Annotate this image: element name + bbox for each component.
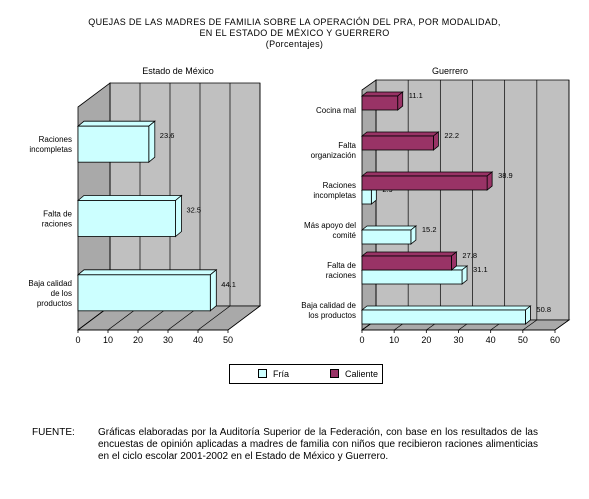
mexico-data-label: 23.6	[160, 131, 175, 140]
guerrero-category-label-baja-calidad-de-los-productos: Baja calidad de	[301, 301, 356, 310]
legend-item-caliente: Caliente	[330, 368, 378, 379]
mexico-bar-fria-baja-calidad-de-los-productos	[77, 274, 211, 312]
guerrero-tick-label: 60	[550, 335, 560, 345]
guerrero-data-label: 11.1	[409, 91, 423, 100]
legend-item-fria: Fría	[258, 368, 289, 379]
mexico-category-label-falta-de-raciones: raciones	[42, 220, 72, 229]
mexico-bar-fria-baja-calidad-de-los-productos-top	[76, 269, 218, 276]
chart-subtitle: (Porcentajes)	[265, 39, 324, 49]
guerrero-bar-caliente-cocina-mal-top	[360, 91, 404, 97]
legend-label-caliente: Caliente	[345, 368, 379, 379]
source-text: Gráficas elaboradas por la Auditoría Sup…	[98, 427, 538, 462]
guerrero-data-label: 15.2	[422, 225, 437, 234]
guerrero-bar-caliente-falta-organizacion-top	[360, 131, 440, 137]
mexico-tick-label: 20	[133, 335, 143, 345]
mexico-data-label: 44.1	[221, 280, 236, 289]
mexico-tick-label: 50	[223, 335, 233, 345]
guerrero-bar-caliente-falta-organizacion	[361, 135, 434, 151]
guerrero-bar-caliente-falta-de-raciones-top	[360, 251, 458, 257]
source-label: FUENTE:	[32, 427, 75, 438]
mexico-category-label-baja-calidad-de-los-productos: Baja calidad	[28, 279, 72, 288]
guerrero-tick-label: 20	[421, 335, 431, 345]
mexico-bar-fria-falta-de-raciones-top	[76, 195, 183, 201]
guerrero-bar-fria-raciones-incompletas	[361, 189, 372, 205]
mexico-bar-fria-raciones-incompletas-end	[148, 120, 156, 164]
guerrero-tick-label: 50	[518, 335, 528, 345]
guerrero-bar-fria-baja-calidad-de-los-productos-top	[360, 305, 532, 311]
guerrero-bar-fria-mas-apoyo-del-comite	[361, 229, 412, 245]
mexico-category-label-raciones-incompletas: Raciones	[39, 135, 72, 144]
mexico-category-label-baja-calidad-de-los-productos: de los	[51, 289, 72, 298]
guerrero-category-label-mas-apoyo-del-comite: Más apoyo del	[304, 221, 356, 230]
mexico-category-label-baja-calidad-de-los-productos: productos	[37, 299, 72, 308]
mexico-floor-gridline	[227, 305, 261, 331]
mexico-bar-fria-baja-calidad-de-los-productos-end	[209, 268, 217, 312]
guerrero-category-label-falta-organizacion: Falta	[338, 141, 356, 150]
mexico-tick-label: 30	[163, 335, 173, 345]
mexico-bar-fria-falta-de-raciones-end	[175, 194, 182, 238]
chart-title-line2: EN EL ESTADO DE MÉXICO Y GUERRERO	[199, 28, 390, 38]
mexico-floor-gridline	[197, 305, 231, 331]
guerrero-bar-fria-falta-de-raciones	[361, 269, 463, 285]
guerrero-tick-label: 0	[359, 335, 364, 345]
guerrero-data-label: 31.1	[473, 265, 488, 274]
legend-swatch-fria	[258, 369, 267, 378]
guerrero-bar-caliente-raciones-incompletas-top	[360, 171, 494, 177]
guerrero-category-label-mas-apoyo-del-comite: comité	[332, 231, 356, 240]
guerrero-data-label: 27.8	[462, 251, 477, 260]
mexico-tick-label: 10	[103, 335, 113, 345]
mexico-bar-fria-falta-de-raciones	[77, 200, 176, 237]
mexico-bar-fria-raciones-incompletas	[77, 125, 150, 163]
guerrero-data-label: 38.9	[498, 171, 513, 180]
legend-swatch-caliente	[330, 369, 339, 378]
mexico-category-label-raciones-incompletas: incompletas	[29, 145, 72, 154]
mexico-tick-label: 40	[193, 335, 203, 345]
guerrero-category-label-raciones-incompletas: incompletas	[313, 191, 356, 200]
guerrero-bar-caliente-raciones-incompletas	[361, 175, 488, 191]
guerrero-category-label-falta-de-raciones: Falta de	[327, 261, 356, 270]
guerrero-tick-label: 30	[453, 335, 463, 345]
guerrero-data-label: 22.2	[444, 131, 459, 140]
guerrero-category-label-falta-organizacion: organización	[311, 151, 356, 160]
guerrero-bar-caliente-cocina-mal	[361, 95, 399, 111]
chart-title-line1: QUEJAS DE LAS MADRES DE FAMILIA SOBRE LA…	[88, 17, 501, 27]
guerrero-bar-caliente-falta-de-raciones	[361, 255, 452, 271]
mexico-data-label: 32.5	[187, 206, 202, 215]
mexico-tick-label: 0	[75, 335, 80, 345]
mexico-bar-fria-raciones-incompletas-top	[76, 120, 156, 127]
guerrero-bar-fria-mas-apoyo-del-comite-top	[360, 225, 418, 231]
legend-label-fria: Fría	[273, 368, 290, 379]
guerrero-data-label: 50.8	[536, 305, 551, 314]
guerrero-tick-label: 10	[389, 335, 399, 345]
guerrero-tick-label: 40	[486, 335, 496, 345]
guerrero-category-label-baja-calidad-de-los-productos: los productos	[308, 311, 356, 320]
guerrero-side-wall	[361, 79, 377, 331]
guerrero-floor-gridline	[554, 319, 570, 331]
guerrero-category-label-falta-de-raciones: raciones	[326, 271, 356, 280]
guerrero-category-label-cocina-mal: Cocina mal	[316, 106, 356, 115]
guerrero-category-label-raciones-incompletas: Raciones	[323, 181, 356, 190]
chart-left-title: Estado de México	[142, 66, 214, 76]
mexico-category-label-falta-de-raciones: Falta de	[43, 210, 72, 219]
legend: Fría Caliente	[229, 364, 383, 384]
guerrero-floor-gridline	[522, 319, 538, 331]
guerrero-bar-fria-baja-calidad-de-los-productos	[361, 309, 526, 325]
chart-right-title: Guerrero	[431, 66, 468, 76]
